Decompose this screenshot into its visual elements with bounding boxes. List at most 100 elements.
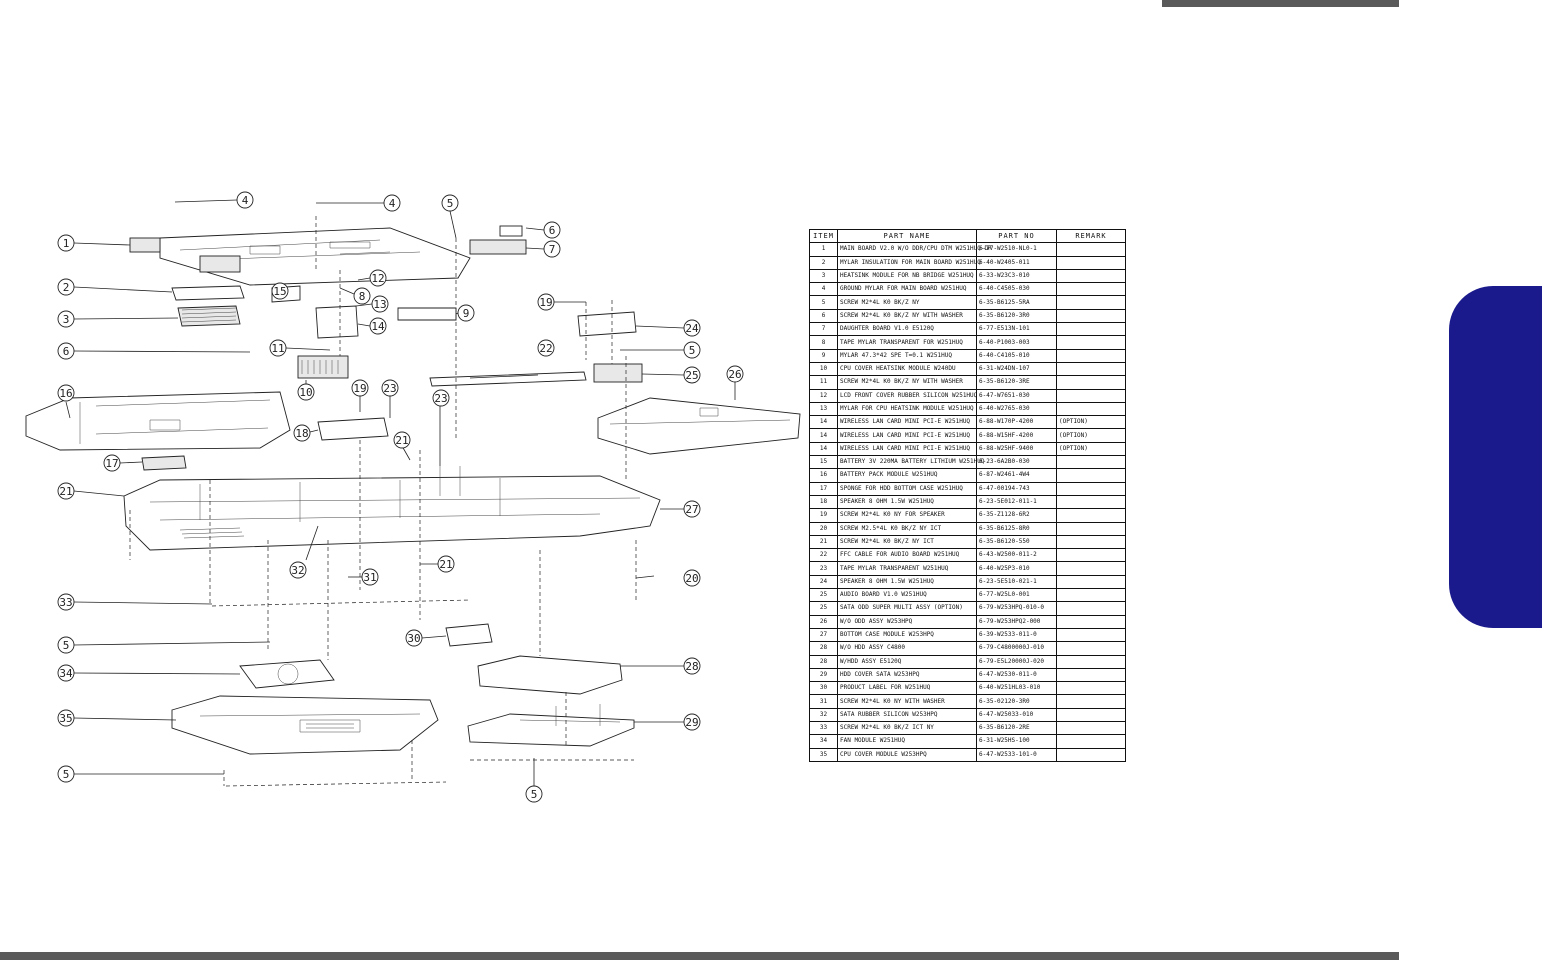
part-number-cell: 6-35-Z1128-6R2 <box>976 508 1057 523</box>
part-name-cell: FFC CABLE FOR AUDIO BOARD W251HUQ <box>837 548 977 563</box>
part-number-cell: 6-79-W253HPQ-010-0 <box>976 601 1057 616</box>
part-number-cell: 6-35-B6120-2RE <box>976 720 1057 736</box>
chapter-side-tab <box>1449 286 1542 628</box>
part-number-cell: 6-31-W24DN-107 <box>976 361 1057 377</box>
callout-label: 5 <box>689 344 696 357</box>
part-number-cell: 6-79-W253HPQ2-000 <box>976 614 1057 629</box>
fan-module <box>239 659 335 689</box>
callout-label: 18 <box>295 427 308 440</box>
part-name-cell: SATA RUBBER SILICON W253HPQ <box>837 707 977 722</box>
item-cell: 19 <box>809 508 838 523</box>
remark-cell <box>1056 667 1126 683</box>
item-cell: 24 <box>809 574 838 590</box>
part-number-cell: 6-77-E513N-101 <box>976 322 1057 337</box>
item-cell: 25 <box>809 588 838 603</box>
callout-label: 35 <box>59 712 72 725</box>
part-name-cell: W/HDD ASSY E5120Q <box>837 654 977 669</box>
item-cell: 11 <box>809 375 838 390</box>
callout-label: 29 <box>685 716 698 729</box>
callout-label: 30 <box>407 632 420 645</box>
part-number-cell: 6-88-W25HF-9400 <box>976 441 1057 457</box>
bottom-rule <box>0 952 1399 960</box>
header-part-name: PART NAME <box>837 228 977 244</box>
part-number-cell: 6-77-W25L0-001 <box>976 588 1057 603</box>
nb-heatsink <box>177 305 241 327</box>
callouts: 1 2 3 4 4 5 5 5 5 5 6 6 7 8 9 10 11 12 1… <box>57 191 744 803</box>
item-cell: 22 <box>809 548 838 563</box>
part-name-cell: SPONGE FOR HDD BOTTOM CASE W251HUQ <box>837 481 977 496</box>
remark-cell <box>1056 734 1126 749</box>
remark-cell <box>1056 694 1126 709</box>
item-cell: 32 <box>809 707 838 722</box>
part-number-cell: 6-33-W23C3-010 <box>976 268 1057 284</box>
speaker-left <box>317 417 389 441</box>
callout-label: 10 <box>299 386 312 399</box>
remark-cell <box>1056 481 1126 496</box>
part-name-cell: MYLAR FOR CPU HEATSINK MODULE W251HUQ <box>837 401 977 417</box>
speaker-right <box>577 311 637 337</box>
part-name-cell: BATTERY PACK MODULE W251HUQ <box>837 468 977 483</box>
item-cell: 15 <box>809 455 838 470</box>
cpu-heatsink-module <box>297 355 349 379</box>
remark-cell <box>1056 348 1126 363</box>
hdd-sponge <box>141 455 187 471</box>
item-cell: 28 <box>809 654 838 669</box>
remark-cell: (OPTION) <box>1056 428 1126 443</box>
remark-cell <box>1056 295 1126 310</box>
remark-cell <box>1056 508 1126 523</box>
callout-label: 23 <box>434 392 447 405</box>
callout-label: 19 <box>539 296 552 309</box>
remark-cell <box>1056 641 1126 656</box>
part-name-cell: GROUND MYLAR FOR MAIN BOARD W251HUQ <box>837 282 977 297</box>
part-number-cell: 6-23-6A2B0-030 <box>976 455 1057 470</box>
item-cell: 23 <box>809 561 838 576</box>
part-name-cell: CPU COVER HEATSINK MODULE W240DU <box>837 361 977 377</box>
part-name-cell: AUDIO BOARD V1.0 W251HUQ <box>837 588 977 603</box>
part-name-cell: WIRELESS LAN CARD MINI PCI-E W251HUQ <box>837 428 977 443</box>
callout-label: 9 <box>463 307 470 320</box>
header-item: ITEM <box>809 228 838 244</box>
callout-label: 21 <box>395 434 408 447</box>
part-number-cell: 6-87-W2461-4W4 <box>976 468 1057 483</box>
remark-cell <box>1056 654 1126 669</box>
ffc-cable <box>429 371 587 387</box>
item-cell: 9 <box>809 348 838 363</box>
callout-label: 5 <box>531 788 538 801</box>
remark-cell <box>1056 388 1126 403</box>
product-label <box>445 623 493 647</box>
part-name-cell: W/O ODD ASSY W253HPQ <box>837 614 977 629</box>
remark-cell <box>1056 534 1126 550</box>
item-cell: 10 <box>809 361 838 377</box>
remark-cell <box>1056 282 1126 297</box>
remark-cell <box>1056 521 1126 536</box>
item-cell: 3 <box>809 268 838 284</box>
part-name-cell: SATA ODD SUPER MULTI ASSY (OPTION) <box>837 601 977 616</box>
item-cell: 4 <box>809 282 838 297</box>
remark-cell <box>1056 468 1126 483</box>
item-cell: 5 <box>809 295 838 310</box>
item-cell: 29 <box>809 667 838 683</box>
remark-cell <box>1056 747 1126 762</box>
main-board-io-ports <box>129 237 161 253</box>
item-cell: 27 <box>809 627 838 643</box>
part-number-cell: 6-31-W25HS-100 <box>976 734 1057 749</box>
part-name-cell: TAPE MYLAR TRANSPARENT FOR W251HUQ <box>837 335 977 350</box>
callout-label: 19 <box>353 382 366 395</box>
main-board-connectors <box>199 255 241 273</box>
